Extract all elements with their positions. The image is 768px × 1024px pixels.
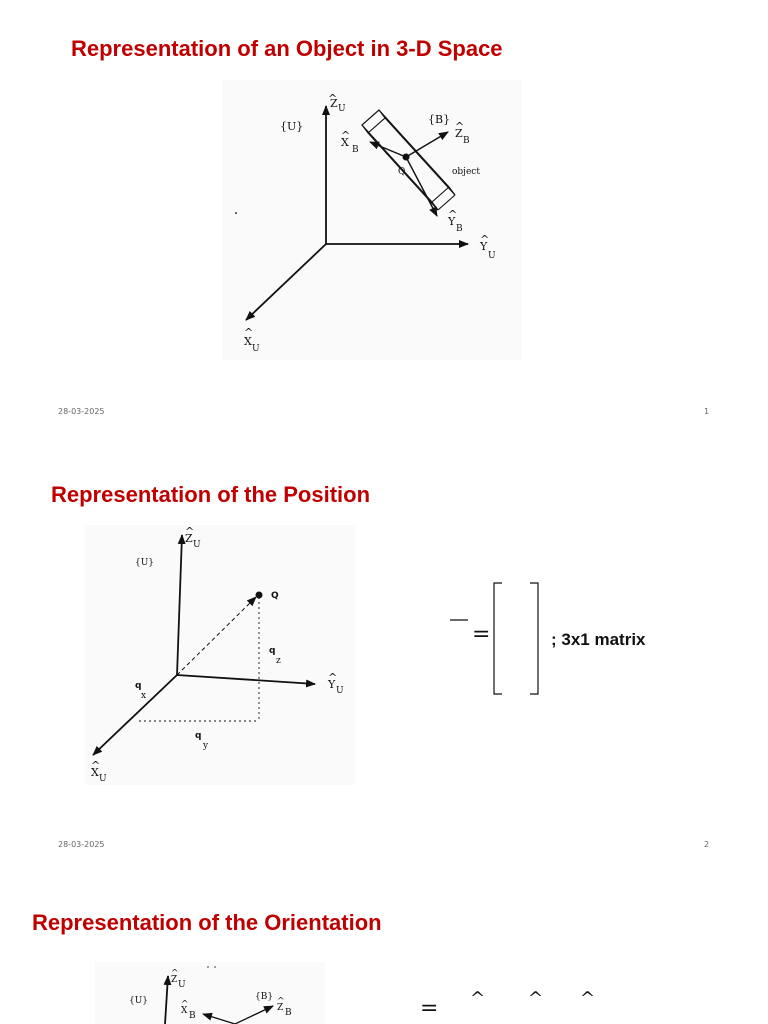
x-b-label: X <box>181 1006 188 1016</box>
z-b-axis <box>405 131 449 158</box>
hat-1: ^ <box>470 988 486 1009</box>
svg-text:^: ^ <box>185 525 194 538</box>
svg-text:^: ^ <box>448 208 457 221</box>
qy-sub: y <box>202 741 209 751</box>
z-u-axis <box>163 975 172 1024</box>
x-u-label: X <box>244 335 252 348</box>
y-u-sub: U <box>488 251 496 261</box>
z-u-label: Z <box>171 975 177 985</box>
z-u-axis <box>176 534 186 676</box>
qx-label: q <box>135 681 141 691</box>
slide-2-date: 28-03-2025 <box>58 840 105 849</box>
x-b-axis <box>202 1012 236 1024</box>
slide-1-date: 28-03-2025 <box>58 407 105 416</box>
qy-label: q <box>195 731 201 741</box>
svg-text:^: ^ <box>328 671 337 684</box>
frame-u-label: {U} <box>135 558 154 568</box>
z-u-sub: U <box>193 540 201 550</box>
svg-text:^: ^ <box>181 1000 189 1010</box>
y-b-label: Y <box>447 215 456 228</box>
x-b-label: X <box>341 136 349 149</box>
object-label: object <box>452 167 480 177</box>
y-u-sub: U <box>336 686 344 696</box>
svg-text:^: ^ <box>480 233 489 246</box>
frame-b-label: {B} <box>428 113 450 126</box>
qz-label: q <box>269 646 275 656</box>
x-b-sub: B <box>352 145 359 155</box>
y-u-label: Y <box>327 678 336 691</box>
frame-u-label: {U} <box>129 996 148 1006</box>
equals-sign: = <box>472 622 491 647</box>
z-b-label: Z <box>277 1003 283 1013</box>
matrix-left-bracket <box>493 582 502 695</box>
x-b-sub: B <box>189 1011 196 1021</box>
slide-1: Representation of an Object in 3-D Space <box>0 0 768 430</box>
point-q-label: Q <box>398 167 405 177</box>
z-u-sub: U <box>338 104 346 114</box>
x-u-sub: U <box>252 344 260 354</box>
equals-sign: = <box>420 996 439 1021</box>
slide-2-title: Representation of the Position <box>51 482 371 507</box>
slide-1-title: Representation of an Object in 3-D Space <box>71 36 503 61</box>
y-b-axis <box>405 156 438 217</box>
svg-text:^: ^ <box>455 120 464 133</box>
x-u-axis <box>92 674 178 756</box>
position-figure: {U} ^ Z U ^ Y U ^ X U Q q x q y q z <box>85 525 355 785</box>
z-b-sub: B <box>285 1008 292 1018</box>
frame-b-label: {B} <box>255 992 273 1002</box>
svg-text:^: ^ <box>244 326 253 339</box>
hat-3: ^ <box>580 988 596 1009</box>
slide-2: Representation of the Position {U} ^ Z U… <box>0 430 768 860</box>
y-u-axis <box>176 674 316 688</box>
frame-u-label: {U} <box>280 120 303 133</box>
x-b-axis <box>369 141 407 158</box>
matrix-size-label: ; 3x1 matrix <box>551 630 646 649</box>
slide-3: Representation of the Orientation {U} {B… <box>0 860 768 1024</box>
matrix-right-bracket <box>530 582 539 695</box>
position-matrix <box>446 580 556 700</box>
object-3d-figure: {U} {B} ^ Z U ^ Y U ^ X U ^ X B ^ Z B ^ … <box>222 80 522 360</box>
point-q-dot <box>255 591 263 599</box>
svg-text:^: ^ <box>171 969 179 979</box>
position-vector <box>176 596 257 676</box>
z-b-axis <box>234 1005 274 1024</box>
x-u-sub: U <box>99 774 107 784</box>
z-b-label: Z <box>455 127 463 140</box>
qz-sub: z <box>276 656 281 666</box>
slide-1-page-number: 1 <box>704 407 710 416</box>
z-u-sub: U <box>178 980 186 990</box>
svg-text:^: ^ <box>328 92 337 105</box>
orientation-figure: {U} {B} ^ Z U ^ X B ^ Z B <box>95 962 325 1024</box>
qx-sub: x <box>141 691 146 701</box>
hat-2: ^ <box>528 988 544 1009</box>
z-b-sub: B <box>463 136 470 146</box>
x-u-axis <box>245 243 327 321</box>
slide-3-title: Representation of the Orientation <box>32 910 382 935</box>
slide-2-page-number: 2 <box>704 840 710 849</box>
svg-text:^: ^ <box>341 129 350 142</box>
z-u-label: Z <box>185 532 193 545</box>
z-u-label: Z <box>330 97 338 110</box>
svg-text:^: ^ <box>277 997 285 1007</box>
svg-text:^: ^ <box>91 759 100 772</box>
y-b-sub: B <box>456 224 463 234</box>
y-u-label: Y <box>479 240 488 253</box>
point-q-label: Q <box>271 591 279 601</box>
x-u-label: X <box>91 766 99 779</box>
